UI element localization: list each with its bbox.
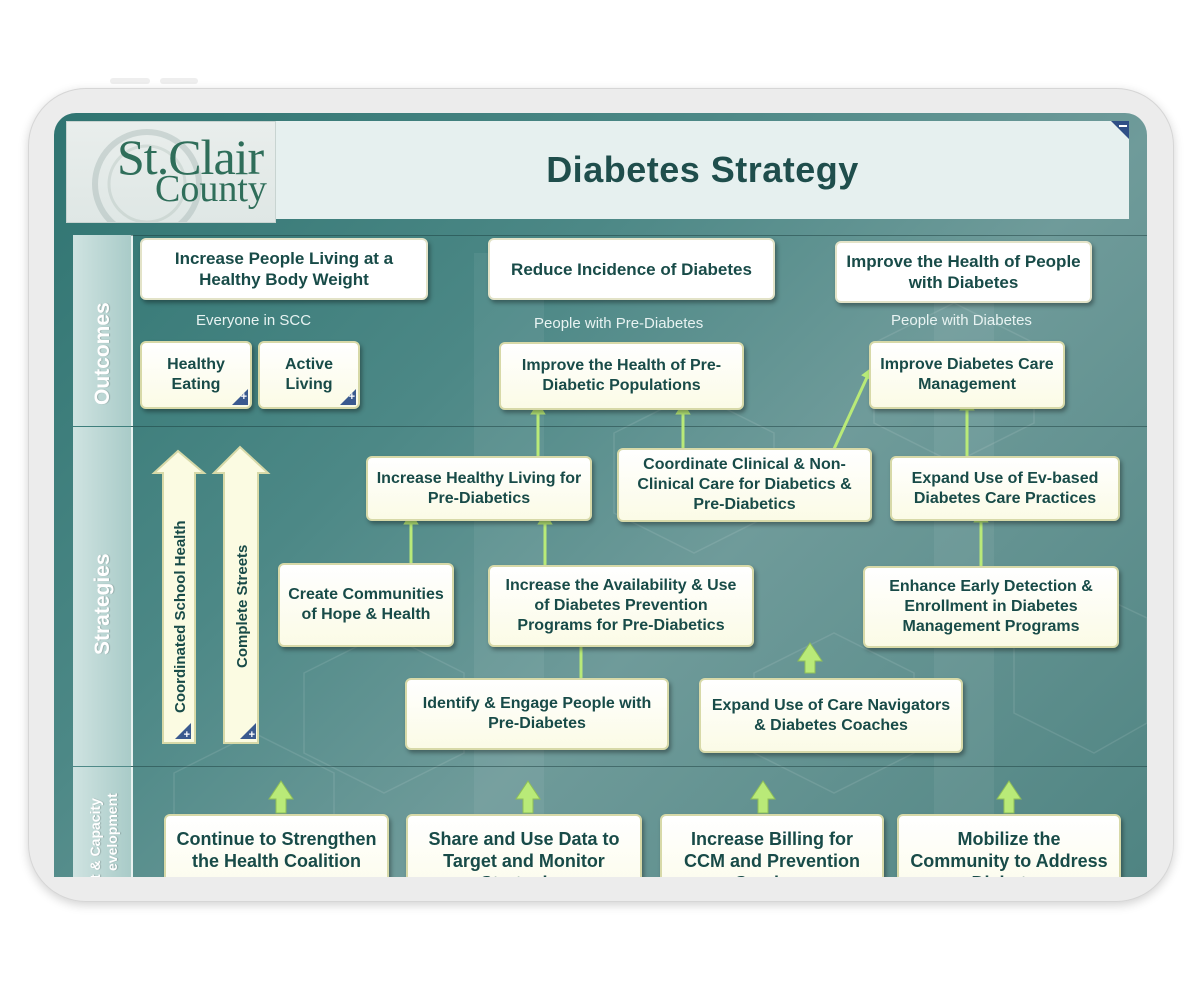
logo-text-county: County xyxy=(155,168,267,210)
up-arrow-icon xyxy=(996,780,1022,814)
connector-line xyxy=(832,372,871,450)
strategy-identify-engage[interactable]: Identify & Engage People with Pre-Diabet… xyxy=(405,678,669,750)
sub-outcome-active-living[interactable]: Active Living xyxy=(258,341,360,409)
strategy-create-communities[interactable]: Create Communities of Hope & Health xyxy=(278,563,454,647)
capacity-mobilize-community[interactable]: Mobilize the Community to Address Diabet… xyxy=(897,814,1121,877)
up-arrow-icon xyxy=(797,642,823,674)
strategy-increase-healthy-living[interactable]: Increase Healthy Living for Pre-Diabetic… xyxy=(366,456,592,521)
diagram-screen: St.Clair County Diabetes Strategy Outcom… xyxy=(54,113,1147,877)
divider-line xyxy=(131,766,1147,767)
population-prediabetes: People with Pre-Diabetes xyxy=(534,315,704,332)
strategy-complete-streets[interactable]: Complete Streets xyxy=(234,544,251,668)
strategy-expand-care-navigators[interactable]: Expand Use of Care Navigators & Diabetes… xyxy=(699,678,963,753)
band-capacity: t & Capacity evelopment xyxy=(73,767,133,877)
band-strategies: Strategies xyxy=(73,427,133,766)
connector-layer xyxy=(151,366,1022,814)
outcome-healthy-weight[interactable]: Increase People Living at a Healthy Body… xyxy=(140,238,428,300)
county-seal-icon xyxy=(92,129,202,222)
strategy-enhance-early-detection[interactable]: Enhance Early Detection & Enrollment in … xyxy=(863,566,1119,648)
capacity-continue-strengthen[interactable]: Continue to Strengthen the Health Coalit… xyxy=(164,814,389,877)
tall-arrow-shape xyxy=(211,445,271,744)
population-everyone: Everyone in SCC xyxy=(196,312,312,329)
capacity-share-data[interactable]: Share and Use Data to Target and Monitor… xyxy=(406,814,642,877)
tablet-reflection xyxy=(160,78,198,84)
strategy-coordinated-school-health[interactable]: Coordinated School Health xyxy=(172,520,189,713)
band-outcomes: Outcomes xyxy=(73,235,133,426)
divider-line xyxy=(131,426,1147,427)
strategy-coordinate-clinical-care[interactable]: Coordinate Clinical & Non-Clinical Care … xyxy=(617,448,872,522)
sub-outcome-healthy-eating[interactable]: Healthy Eating xyxy=(140,341,252,409)
population-diabetes: People with Diabetes xyxy=(891,312,1032,329)
strategy-expand-ev-based[interactable]: Expand Use of Ev-based Diabetes Care Pra… xyxy=(890,456,1120,521)
outcome-improve-health-diabetes[interactable]: Improve the Health of People with Diabet… xyxy=(835,241,1092,303)
sub-outcome-improve-prediabetic[interactable]: Improve the Health of Pre-Diabetic Popul… xyxy=(499,342,744,410)
outcome-reduce-incidence[interactable]: Reduce Incidence of Diabetes xyxy=(488,238,775,300)
up-arrow-icon xyxy=(515,780,541,814)
tall-arrow-shape xyxy=(151,449,207,744)
sub-outcome-active-living-label: Active Living xyxy=(284,356,334,393)
page-title: Diabetes Strategy xyxy=(546,149,859,190)
header-bar: St.Clair County Diabetes Strategy xyxy=(66,121,1129,223)
strategy-increase-availability[interactable]: Increase the Availability & Use of Diabe… xyxy=(488,565,754,647)
county-logo: St.Clair County xyxy=(66,121,276,223)
up-arrow-icon xyxy=(750,780,776,814)
tablet-reflection xyxy=(110,78,150,84)
logo-text-st-clair: St.Clair xyxy=(117,129,264,185)
capacity-increase-billing[interactable]: Increase Billing for CCM and Prevention … xyxy=(660,814,884,877)
sub-outcome-healthy-eating-label: Healthy Eating xyxy=(167,356,225,393)
divider-line xyxy=(131,235,1147,236)
up-arrow-icon xyxy=(268,780,294,814)
sub-outcome-improve-care-management[interactable]: Improve Diabetes Care Management xyxy=(869,341,1065,409)
